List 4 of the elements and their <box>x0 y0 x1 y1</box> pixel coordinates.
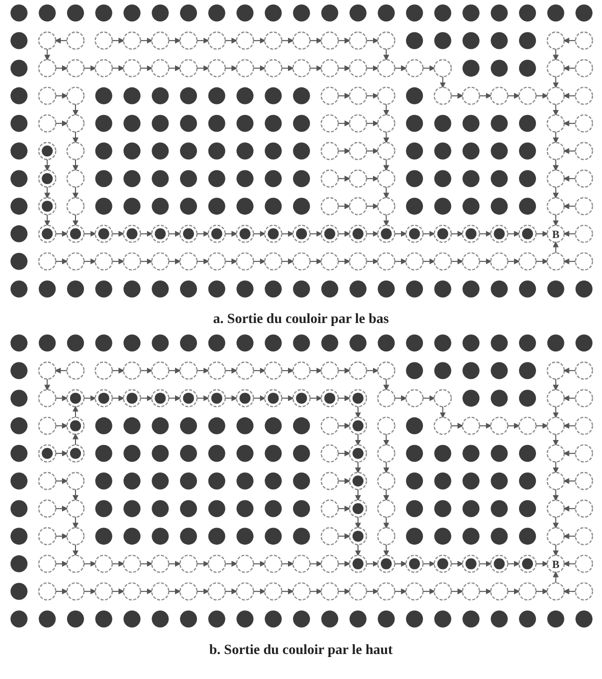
caption: b. Sortie du couloir par le haut <box>209 643 393 659</box>
cell-label: B <box>552 228 560 241</box>
caption: a. Sortie du couloir par le bas <box>213 312 389 328</box>
cell-label: B <box>552 558 560 571</box>
